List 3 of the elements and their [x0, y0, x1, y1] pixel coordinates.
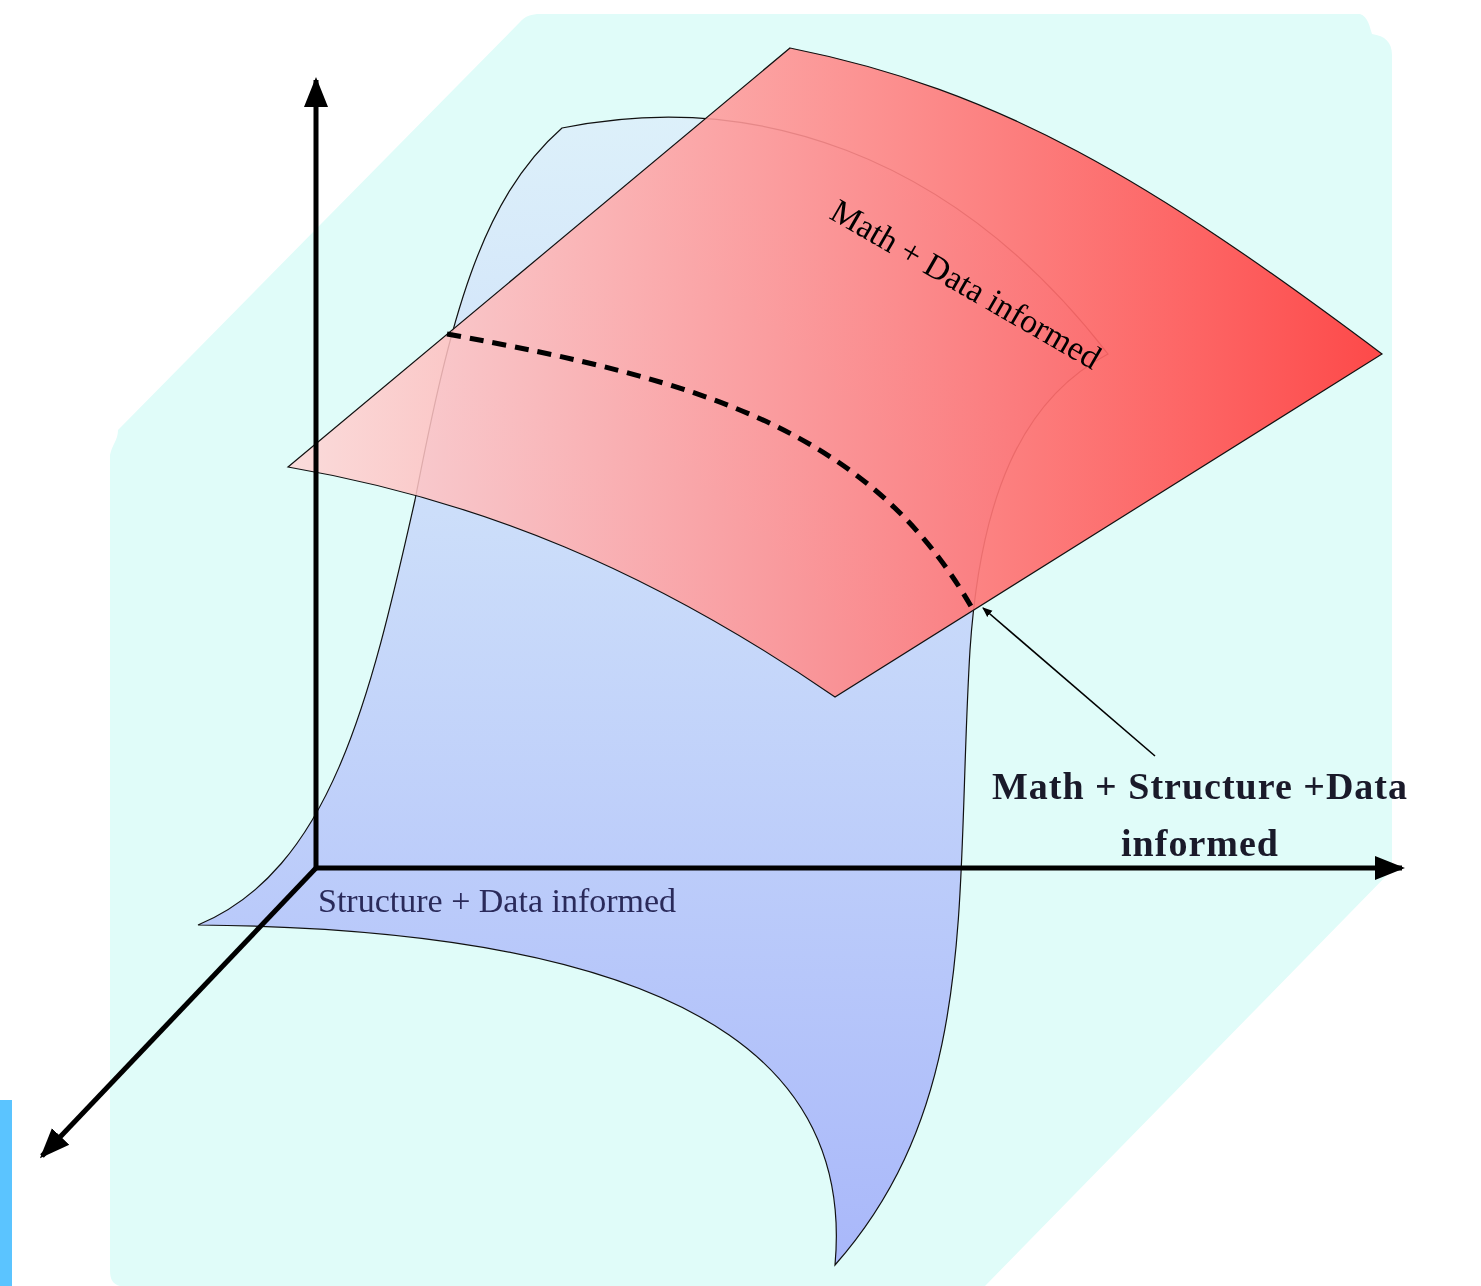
leader-line: [982, 607, 1156, 757]
surface-label: Structure + Data informed: [318, 881, 678, 921]
callout-label: Math + Structure +Data informed: [990, 764, 1409, 866]
